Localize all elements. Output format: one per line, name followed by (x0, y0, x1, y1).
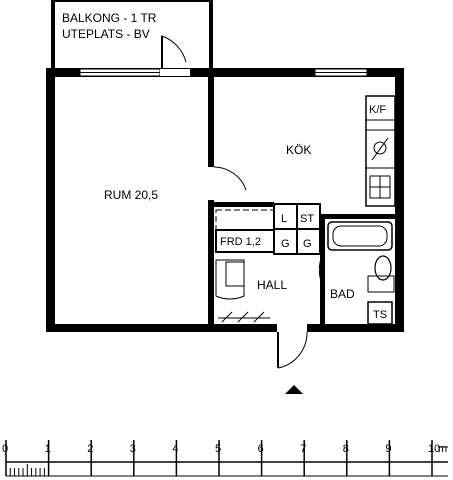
scale-tick-label: 0 (2, 443, 8, 455)
living-room-label: RUM 20,5 (104, 188, 158, 202)
entrance-arrow-icon (285, 385, 303, 394)
scale-tick-label: 5 (215, 443, 221, 455)
kitchen-label: KÖK (286, 143, 311, 157)
scale-tick-label: 6 (258, 443, 264, 455)
scale-tick-label: 9 (385, 443, 391, 455)
interior-walls (208, 77, 404, 324)
scale-tick-label: 3 (130, 443, 136, 455)
scale-tick-label: 2 (87, 443, 93, 455)
balcony-label-2: UTEPLATS - BV (62, 27, 150, 41)
scale-tick-label: 7 (300, 443, 306, 455)
entrance-door (277, 331, 308, 369)
bath-label: BAD (330, 287, 355, 301)
outer-walls (46, 68, 404, 332)
scale-unit-label: m (438, 443, 447, 455)
balcony: BALKONG - 1 TR UTEPLATS - BV (51, 0, 213, 76)
scale-tick-label: 8 (343, 443, 349, 455)
kitchen-fixture-label: K/F (369, 104, 386, 116)
storage-g1-label: G (281, 238, 290, 250)
scale-tick-label: 4 (172, 443, 178, 455)
closet-label: FRD 1,2 (220, 236, 261, 248)
scale-tick-label: 1 (45, 443, 51, 455)
ts-label: TS (373, 309, 387, 321)
storage-g2-label: G (303, 238, 312, 250)
hall-label: HALL (257, 278, 287, 292)
scale-tick-label: 10 (428, 443, 440, 455)
storage-l-label: L (281, 213, 287, 225)
scale-bar: 0 1 2 3 4 5 6 7 8 9 10m (2, 440, 448, 477)
storage-st-label: ST (300, 213, 314, 225)
balcony-label-1: BALKONG - 1 TR (62, 11, 157, 25)
bathroom-fixtures: TS (327, 221, 395, 325)
kitchen-fixtures: K/F (365, 95, 396, 207)
